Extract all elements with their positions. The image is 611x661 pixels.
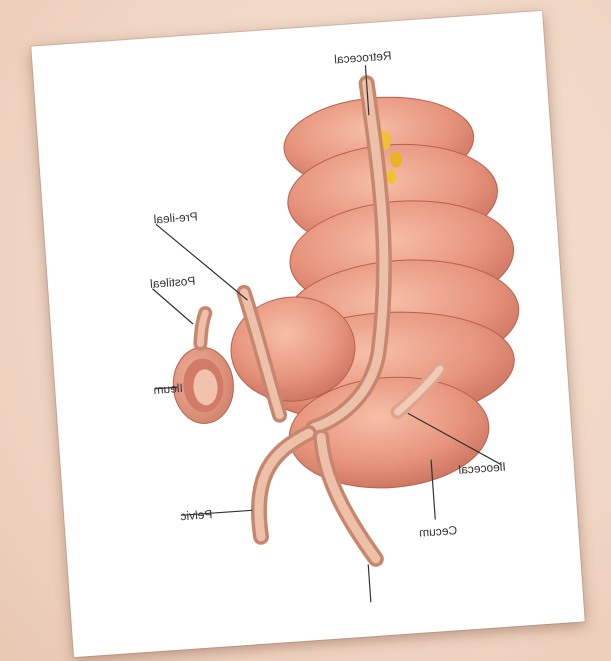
diagram-card: Retrocecal Pre-ileal Postileal Ileum Pel… xyxy=(31,11,584,657)
label-postileal: Postileal xyxy=(150,274,196,291)
label-pelvic: Pelvic xyxy=(180,507,213,523)
label-ileocecal: Ileocecal xyxy=(458,460,506,477)
appendix-positions-diagram: Retrocecal Pre-ileal Postileal Ileum Pel… xyxy=(31,11,584,657)
label-retrocecal: Retrocecal xyxy=(334,49,392,67)
label-preileal: Pre-ileal xyxy=(153,209,198,226)
label-cecum: Cecum xyxy=(419,523,458,540)
label-ileum: Ileum xyxy=(153,381,183,397)
